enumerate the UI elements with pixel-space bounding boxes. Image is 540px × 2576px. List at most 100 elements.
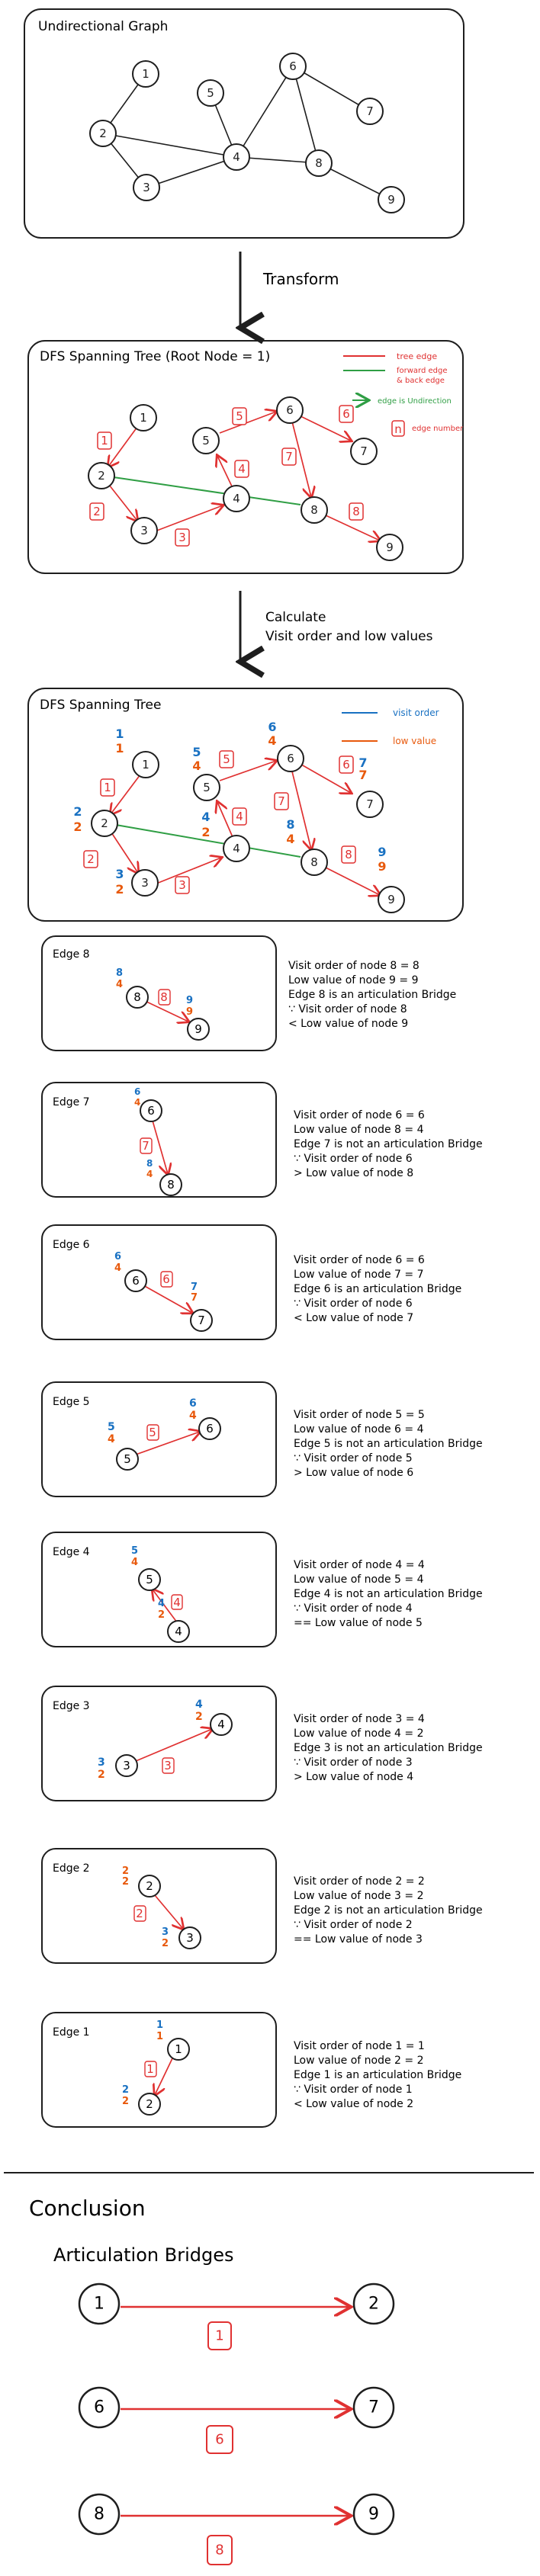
svg-text:edge is Undirection: edge is Undirection	[378, 397, 452, 406]
svg-text:1: 1	[94, 2295, 104, 2314]
svg-text:4: 4	[158, 1598, 165, 1609]
svg-text:6: 6	[268, 720, 276, 734]
svg-text:Low value of node 6 = 4: Low value of node 6 = 4	[294, 1423, 424, 1436]
transform-label: Transform	[262, 270, 339, 288]
svg-text:5: 5	[223, 752, 230, 766]
svg-text:1: 1	[115, 727, 124, 741]
svg-text:Visit order of node 6 = 6: Visit order of node 6 = 6	[294, 1109, 425, 1121]
tree-title: DFS Spanning Tree (Root Node = 1)	[40, 349, 270, 364]
svg-text:Edge 8 is an articulation Brid: Edge 8 is an articulation Bridge	[288, 989, 456, 1001]
svg-text:2: 2	[87, 852, 95, 866]
svg-text:7: 7	[285, 450, 293, 464]
svg-text:∵ Visit order of node 2: ∵ Visit order of node 2	[294, 1919, 413, 1931]
svg-text:6: 6	[289, 59, 297, 73]
graph-panel: Undirectional Graph 123 456 789	[24, 8, 464, 239]
svg-text:1: 1	[175, 2042, 182, 2056]
svg-text:8: 8	[352, 505, 360, 518]
svg-text:4: 4	[192, 759, 201, 773]
svg-text:Edge 7 is not an articulation: Edge 7 is not an articulation Bridge	[294, 1138, 483, 1150]
svg-text:5: 5	[124, 1452, 131, 1466]
svg-text:4: 4	[134, 1097, 140, 1108]
svg-text:4: 4	[131, 1557, 138, 1568]
svg-text:< Low value of node 9: < Low value of node 9	[288, 1018, 408, 1030]
svg-text:4: 4	[175, 1625, 182, 1638]
svg-text:4: 4	[233, 150, 240, 164]
svg-text:Edge 4: Edge 4	[53, 1546, 90, 1558]
svg-text:8: 8	[215, 2542, 223, 2558]
svg-text:2: 2	[73, 820, 82, 834]
conclusion-section: Conclusion Articulation Bridges 1 2 1 6 …	[29, 2196, 395, 2565]
svg-text:9: 9	[186, 1006, 193, 1018]
svg-text:8: 8	[167, 1178, 175, 1192]
svg-text:1: 1	[142, 758, 149, 772]
calculate-step: Calculate Visit order and low values	[240, 591, 433, 662]
bridges-subheading: Articulation Bridges	[53, 2244, 233, 2266]
svg-text:5: 5	[202, 434, 210, 448]
svg-text:6: 6	[94, 2398, 104, 2417]
svg-text:4: 4	[116, 979, 123, 990]
svg-text:2: 2	[136, 1907, 143, 1920]
svg-text:tree edge: tree edge	[397, 351, 437, 361]
svg-text:Visit order of node 6 = 6: Visit order of node 6 = 6	[294, 1254, 425, 1266]
svg-text:7: 7	[360, 444, 368, 458]
svg-text:Visit order of node 8 = 8: Visit order of node 8 = 8	[288, 960, 419, 972]
svg-text:6: 6	[147, 1104, 155, 1118]
svg-text:2: 2	[368, 2295, 379, 2314]
svg-text:4: 4	[233, 492, 240, 505]
svg-text:3: 3	[141, 876, 149, 890]
svg-text:4: 4	[173, 1596, 181, 1609]
edge-3-panel: Edge 3 3 4 3 32 42 Visit order of node 3…	[41, 1686, 483, 1801]
svg-text:7: 7	[191, 1292, 198, 1304]
svg-text:Low value of node 2 = 2: Low value of node 2 = 2	[294, 2055, 424, 2067]
svg-text:forward edge: forward edge	[397, 367, 448, 375]
svg-text:1: 1	[156, 2031, 163, 2042]
svg-text:4: 4	[238, 462, 246, 476]
svg-text:Edge 6 is an articulation Brid: Edge 6 is an articulation Bridge	[294, 1283, 461, 1295]
svg-text:7: 7	[368, 2398, 379, 2417]
tree-panel: DFS Spanning Tree (Root Node = 1) tree e…	[27, 340, 464, 574]
conclusion-heading: Conclusion	[29, 2196, 146, 2221]
svg-text:Edge 5: Edge 5	[53, 1396, 90, 1408]
svg-text:1: 1	[115, 741, 124, 755]
svg-text:3: 3	[140, 524, 148, 537]
svg-text:6: 6	[342, 407, 350, 421]
svg-text:2: 2	[146, 1879, 153, 1893]
svg-text:5: 5	[149, 1426, 156, 1439]
svg-text:Low value of node 4 = 2: Low value of node 4 = 2	[294, 1727, 424, 1740]
svg-text:> Low value of node 8: > Low value of node 8	[294, 1167, 413, 1179]
svg-text:9: 9	[186, 995, 193, 1006]
svg-text:8: 8	[345, 848, 352, 861]
svg-text:9: 9	[387, 193, 395, 207]
values-panel: DFS Spanning Tree visit order low value …	[27, 688, 464, 922]
svg-text:5: 5	[108, 1421, 115, 1433]
svg-text:2: 2	[99, 127, 107, 140]
svg-text:4: 4	[108, 1433, 115, 1445]
svg-text:< Low value of node 2: < Low value of node 2	[294, 2098, 413, 2110]
svg-text:1: 1	[140, 411, 147, 425]
svg-text:5: 5	[131, 1545, 138, 1557]
svg-text:7: 7	[278, 794, 285, 808]
svg-text:2: 2	[158, 1609, 165, 1621]
svg-text:5: 5	[192, 745, 201, 759]
edge-6-panel: Edge 6 6 7 6 64 77 Visit order of node 6…	[41, 1224, 461, 1340]
svg-text:4: 4	[189, 1410, 197, 1422]
svg-text:7: 7	[366, 104, 374, 118]
svg-text:9: 9	[368, 2505, 379, 2524]
svg-text:6: 6	[206, 1422, 214, 1436]
svg-text:9: 9	[378, 859, 386, 874]
svg-text:Edge 1 is an articulation Brid: Edge 1 is an articulation Bridge	[294, 2069, 461, 2081]
svg-text:2: 2	[98, 469, 105, 483]
svg-text:9: 9	[387, 893, 395, 906]
calculate-label-2: Visit order and low values	[265, 629, 433, 644]
svg-text:Edge 7: Edge 7	[53, 1096, 90, 1108]
svg-text:8: 8	[160, 990, 168, 1004]
svg-text:8: 8	[315, 156, 323, 170]
svg-text:8: 8	[133, 990, 141, 1004]
svg-text:Low value of node 8 = 4: Low value of node 8 = 4	[294, 1124, 424, 1136]
svg-text:Edge 1: Edge 1	[53, 2026, 90, 2039]
svg-text:6: 6	[287, 752, 294, 765]
edge-1-panel: Edge 1 1 2 1 11 22 Visit order of node 1…	[41, 2012, 461, 2128]
svg-text:< Low value of node 7: < Low value of node 7	[294, 1312, 413, 1324]
svg-text:4: 4	[201, 810, 210, 824]
